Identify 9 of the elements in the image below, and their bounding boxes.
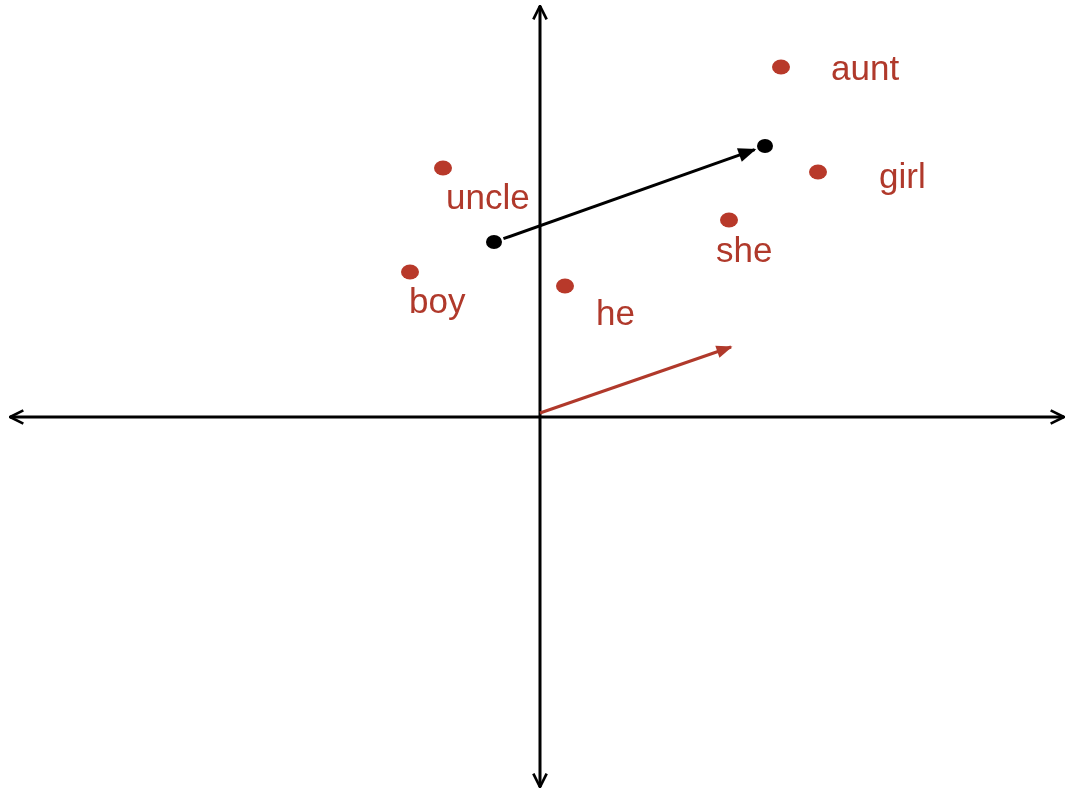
arrow [502,148,757,241]
vector-point [757,139,773,153]
word-label: she [716,230,773,270]
word-label: he [596,293,635,333]
vector-point [486,235,502,249]
word-label: uncle [446,177,530,217]
word-label: boy [409,281,466,321]
word-label: aunt [831,48,900,88]
word-label: girl [879,156,926,196]
